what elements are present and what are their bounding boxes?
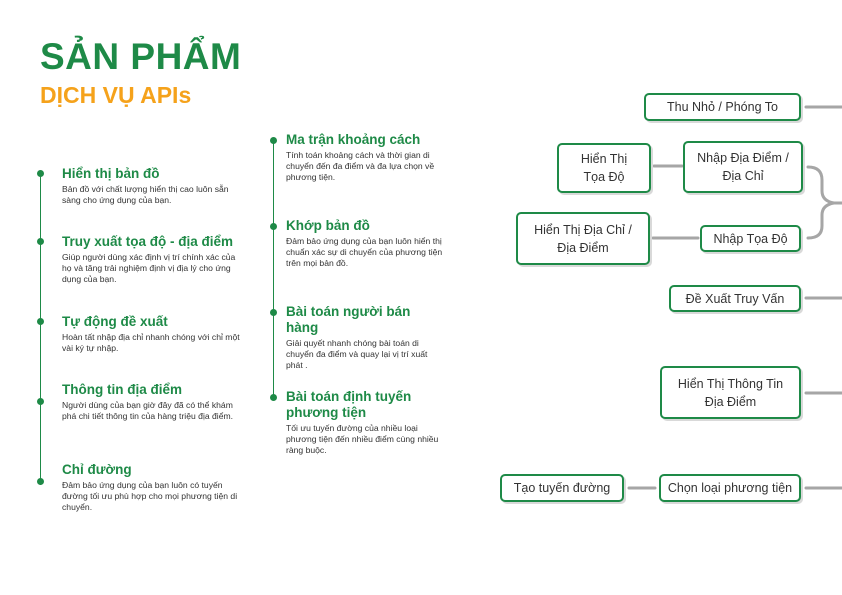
timeline-dot <box>36 318 44 325</box>
feature-desc: Người dùng của bạn giờ đây đã có thể khá… <box>62 400 234 421</box>
timeline-dot <box>269 309 277 316</box>
feature-item: Bài toán định tuyến phương tiện Tối ưu t… <box>286 389 446 456</box>
node-place-info: Hiển Thị Thông Tin Địa Điểm <box>660 366 801 419</box>
page-subtitle: DỊCH VỤ APIs <box>40 82 192 108</box>
timeline-dot <box>36 238 44 245</box>
node-label: Nhập Địa Điểm / Địa Chỉ <box>697 151 789 183</box>
node-zoom: Thu Nhỏ / Phóng To <box>644 93 801 121</box>
timeline-dot <box>269 223 277 230</box>
feature-title: Thông tin địa điểm <box>62 382 182 397</box>
node-create-route: Tạo tuyến đường <box>500 474 624 502</box>
node-label: Hiển Thị Thông Tin Địa Điểm <box>677 376 784 409</box>
node-enter-place: Nhập Địa Điểm / Địa Chỉ <box>683 141 803 193</box>
timeline-dot <box>36 478 44 485</box>
feature-title: Bài toán người bán hàng <box>286 304 411 335</box>
node-label: Hiển Thị Địa Chỉ / Địa Điểm <box>534 222 632 255</box>
timeline-right-line <box>272 141 274 399</box>
feature-title: Chỉ đường <box>62 462 132 477</box>
timeline-dot <box>36 398 44 405</box>
node-label: Đề Xuất Truy Vấn <box>685 291 785 306</box>
feature-desc: Bản đồ với chất lượng hiển thị cao luôn … <box>62 184 229 205</box>
feature-desc: Tối ưu tuyến đường của nhiều loại phương… <box>286 423 439 455</box>
feature-item: Tự động đề xuất Hoàn tất nhập địa chỉ nh… <box>62 314 247 354</box>
feature-desc: Giải quyết nhanh chóng bài toán di chuyể… <box>286 338 428 370</box>
node-enter-coord: Nhập Tọa Độ <box>700 225 801 252</box>
brace-connector <box>806 165 842 240</box>
feature-title: Ma trận khoảng cách <box>286 132 421 147</box>
feature-desc: Đảm bảo ứng dụng của bạn luôn hiển thị c… <box>286 236 443 268</box>
node-label: Chọn loại phương tiện <box>667 481 793 495</box>
feature-item: Hiển thị bản đồ Bản đồ với chất lượng hi… <box>62 166 247 206</box>
timeline-left-line <box>39 173 41 485</box>
feature-item: Chỉ đường Đảm bảo ứng dụng của bạn luôn … <box>62 462 247 513</box>
feature-desc: Giúp người dùng xác định vị trí chính xá… <box>62 252 236 284</box>
feature-item: Bài toán người bán hàng Giải quyết nhanh… <box>286 304 446 371</box>
feature-item: Ma trận khoảng cách Tính toán khoảng các… <box>286 132 446 183</box>
feature-title: Truy xuất tọa độ - địa điểm <box>62 234 234 249</box>
feature-title: Khớp bản đồ <box>286 218 370 233</box>
feature-item: Khớp bản đồ Đảm bảo ứng dụng của bạn luô… <box>286 218 446 269</box>
node-label: Hiển Thị Tọa Độ <box>580 152 628 184</box>
feature-item: Thông tin địa điểm Người dùng của bạn gi… <box>62 382 247 422</box>
feature-item: Truy xuất tọa độ - địa điểm Giúp người d… <box>62 234 247 285</box>
node-choose-vehicle: Chọn loại phương tiện <box>659 474 801 502</box>
timeline-dot <box>269 137 277 144</box>
feature-title: Tự động đề xuất <box>62 314 168 329</box>
feature-desc: Tính toán khoảng cách và thời gian di ch… <box>286 150 435 182</box>
node-suggest: Đề Xuất Truy Vấn <box>669 285 801 312</box>
node-label: Nhập Tọa Độ <box>713 231 788 246</box>
node-label: Thu Nhỏ / Phóng To <box>667 100 778 114</box>
feature-desc: Hoàn tất nhập địa chỉ nhanh chóng với ch… <box>62 332 240 353</box>
node-label: Tạo tuyến đường <box>513 481 611 495</box>
node-show-coord: Hiển Thị Tọa Độ <box>557 143 651 193</box>
node-show-address: Hiển Thị Địa Chỉ / Địa Điểm <box>516 212 650 265</box>
timeline-dot <box>269 394 277 401</box>
feature-desc: Đảm bảo ứng dụng của bạn luôn có tuyến đ… <box>62 480 238 512</box>
page-title: SẢN PHẨM <box>40 36 242 77</box>
feature-title: Bài toán định tuyến phương tiện <box>286 389 412 420</box>
timeline-dot <box>36 170 44 177</box>
feature-title: Hiển thị bản đồ <box>62 166 160 181</box>
